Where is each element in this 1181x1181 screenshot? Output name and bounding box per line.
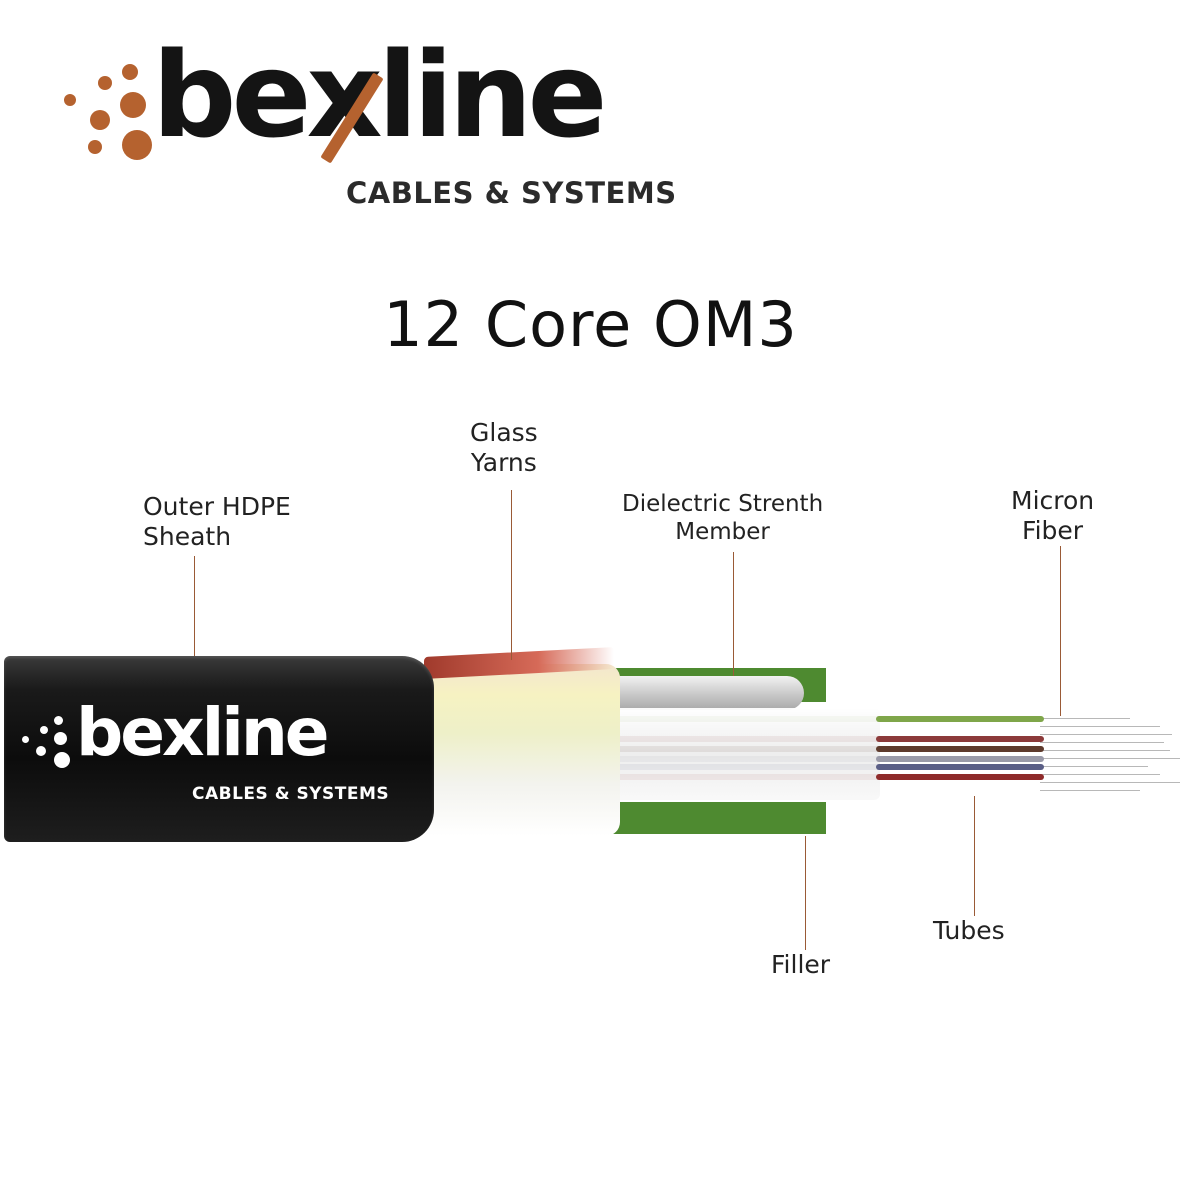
- strength-member-rod: [608, 676, 804, 710]
- label-filler: Filler: [771, 950, 831, 979]
- leader-strength-member: [733, 552, 734, 676]
- label-outer-sheath: Outer HDPE Sheath: [143, 492, 291, 551]
- logo-dot-icon: [88, 140, 102, 154]
- leader-filler: [805, 836, 806, 950]
- micron-fiber: [1040, 742, 1164, 743]
- sheath-wordmark: bexline: [76, 694, 330, 771]
- logo-tagline: CABLES & SYSTEMS: [346, 176, 677, 210]
- page-title: 12 Core OM3: [383, 288, 798, 361]
- leader-outer-sheath: [194, 556, 195, 656]
- tube-blue-front: [876, 764, 1044, 770]
- micron-fiber: [1040, 766, 1148, 767]
- micron-fiber: [1040, 774, 1160, 775]
- sheath-dot-icon: [40, 726, 48, 734]
- leader-glass-yarns: [511, 490, 512, 660]
- tube-green-front: [876, 716, 1044, 722]
- micron-fiber: [1040, 782, 1180, 783]
- label-glass-yarns: Glass Yarns: [470, 418, 538, 477]
- micron-fiber: [1040, 726, 1160, 727]
- tube-brown-front: [876, 746, 1044, 752]
- micron-fiber: [1040, 790, 1140, 791]
- logo-dot-icon: [122, 64, 138, 80]
- filler-bottom: [604, 802, 826, 834]
- logo-dot-icon: [98, 76, 112, 90]
- micron-fiber: [1040, 734, 1172, 735]
- sheath-tagline: CABLES & SYSTEMS: [192, 784, 390, 804]
- leader-micron-fiber: [1060, 546, 1061, 716]
- label-micron-fiber: Micron Fiber: [1011, 486, 1095, 545]
- logo-wordmark: bexline: [152, 26, 608, 164]
- tube-maroon-front: [876, 736, 1044, 742]
- tube-red-front: [876, 774, 1044, 780]
- label-strength-member: Dielectric Strenth Member: [622, 491, 824, 545]
- sheath-dot-icon: [54, 752, 70, 768]
- outer-sheath: [4, 656, 434, 842]
- sheath-dot-icon: [22, 736, 29, 743]
- sheath-dot-icon: [54, 732, 67, 745]
- logo-dot-icon: [64, 94, 76, 106]
- logo-dot-icon: [122, 130, 152, 160]
- tube-grey-front: [876, 756, 1044, 762]
- logo-dot-icon: [120, 92, 146, 118]
- sheath-dot-icon: [36, 746, 46, 756]
- core-wrap: [604, 708, 880, 800]
- leader-tubes: [974, 796, 975, 916]
- logo-dot-icon: [90, 110, 110, 130]
- label-tubes: Tubes: [933, 916, 1005, 945]
- micron-fiber: [1040, 750, 1170, 751]
- micron-fiber: [1040, 758, 1180, 759]
- sheath-dot-icon: [54, 716, 63, 725]
- glass-yarns: [420, 664, 620, 836]
